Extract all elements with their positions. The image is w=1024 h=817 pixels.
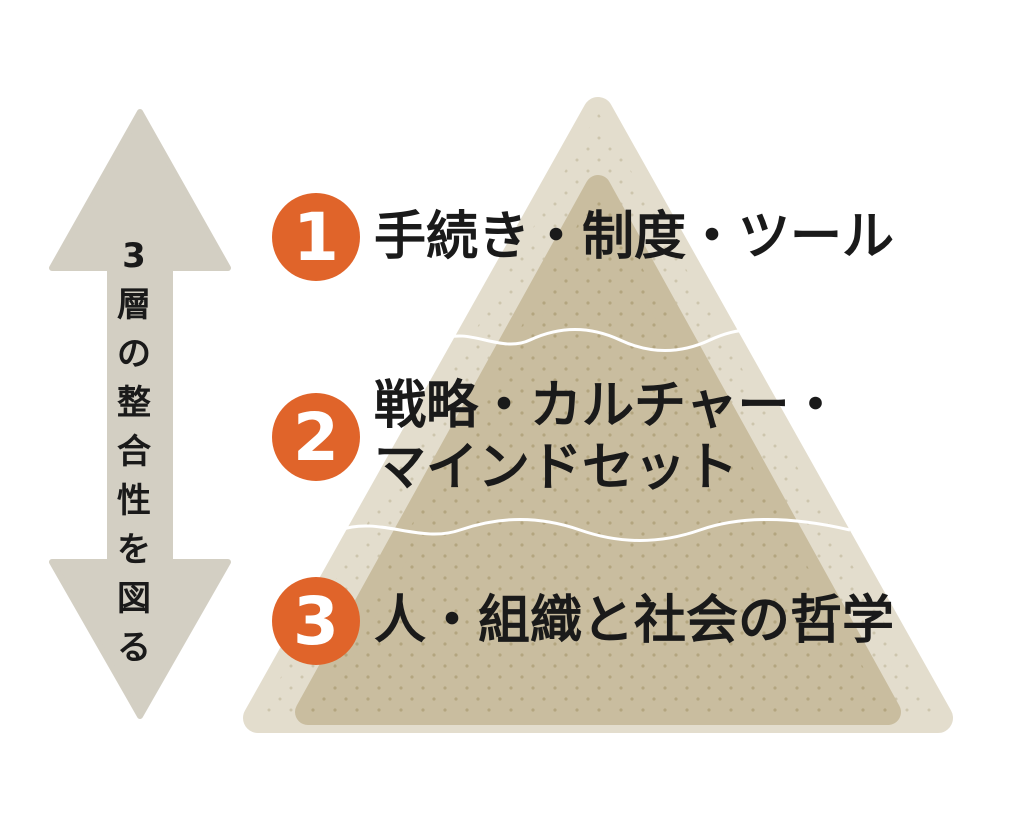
layer-label: 戦略・カルチャー・ マインドセット	[374, 375, 841, 499]
vertical-label-char: 3	[122, 236, 146, 276]
layer-label: 手続き・制度・ツール	[374, 206, 894, 268]
layer-number-badge: 1	[272, 193, 360, 281]
layer-label-line: 戦略・カルチャー・	[374, 376, 842, 436]
layer-label: 人・組織と社会の哲学	[374, 590, 894, 652]
vertical-label-char: 合	[117, 432, 151, 472]
vertical-label-char: の	[117, 334, 151, 374]
vertical-label-char: を	[117, 530, 151, 570]
layer-1: 1 手続き・制度・ツール	[272, 193, 894, 281]
vertical-label: 3 層 の 整 合 性 を 図 る	[112, 232, 156, 673]
layer-label-line: マインドセット	[374, 438, 739, 498]
layer-label-line: 手続き・制度・ツール	[374, 207, 895, 267]
vertical-label-char: 図	[117, 579, 151, 619]
layer-divider-1	[439, 328, 791, 352]
layer-label-line: 人・組織と社会の哲学	[374, 591, 895, 651]
double-headed-arrow	[49, 109, 231, 719]
vertical-label-char: 性	[117, 481, 151, 521]
vertical-label-char: 層	[117, 285, 151, 325]
layer-number-badge: 2	[272, 393, 360, 481]
vertical-label-char: 整	[117, 383, 151, 423]
layer-2: 2 戦略・カルチャー・ マインドセット	[272, 375, 841, 499]
layer-divider-2	[339, 518, 851, 542]
layer-3: 3 人・組織と社会の哲学	[272, 577, 894, 665]
layer-number-badge: 3	[272, 577, 360, 665]
vertical-label-char: る	[117, 628, 151, 668]
